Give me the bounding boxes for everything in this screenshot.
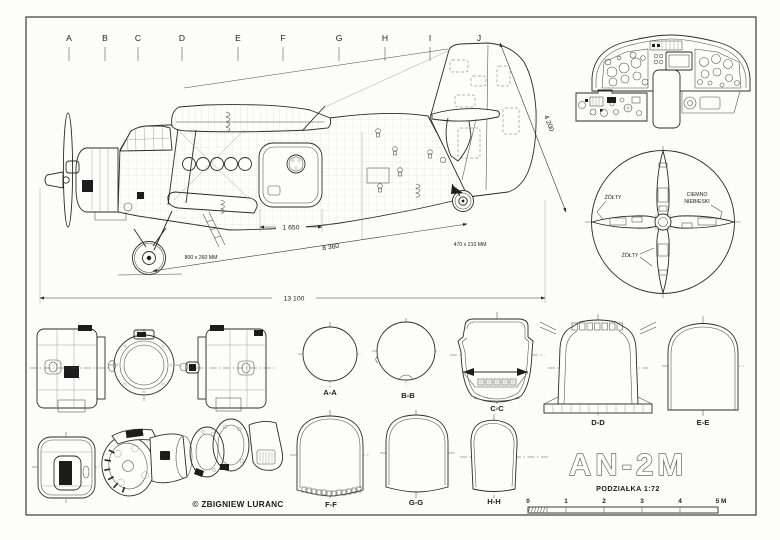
scale-bar: 0 1 2 3 4 5 M (526, 498, 727, 514)
lower-wing (167, 128, 258, 214)
svg-text:F-F: F-F (325, 500, 337, 509)
dimensions: 1 650 8 360 13 100 4 200 800 x 260 MM 47… (39, 42, 567, 303)
svg-text:4: 4 (678, 498, 682, 505)
propeller-color-labels: ŻÓŁTY CIEMNO NIEBIESKI ŻÓŁTY (596, 192, 723, 267)
cowl-side-view-left (30, 325, 110, 413)
dim-wheelbase: 8 360 (152, 223, 468, 272)
section-aa: A-A (298, 322, 362, 397)
svg-text:D-D: D-D (591, 418, 605, 427)
section-dd: D-D (539, 314, 657, 427)
tail-tire-label: 470 x 210 MM (454, 242, 487, 248)
tail-wheel (451, 183, 474, 212)
label-yellow-bottom: ŻÓŁTY (622, 252, 639, 259)
svg-text:2: 2 (602, 498, 606, 505)
dim-overall-length: 13 100 (39, 188, 546, 303)
section-letter-b: B (102, 33, 108, 43)
propeller-front-view: ŻÓŁTY CIEMNO NIEBIESKI ŻÓŁTY (585, 146, 742, 298)
section-bb: B-B (372, 318, 440, 400)
lower-wing-coil-spring (220, 199, 225, 214)
reference-line (183, 48, 449, 89)
section-ee: E-E (662, 316, 744, 427)
cowl-bottom-view (32, 432, 100, 503)
model-title: AN-2M (569, 447, 687, 482)
section-letter-f: F (280, 33, 285, 43)
section-cc: C-C (450, 312, 545, 413)
svg-text:1 650: 1 650 (282, 225, 299, 232)
section-letter-i: I (429, 33, 431, 43)
exploded-engine-view (101, 418, 284, 497)
propeller-blades (590, 149, 736, 295)
svg-text:1: 1 (564, 498, 568, 505)
svg-text:5 M: 5 M (716, 498, 727, 505)
panel-left-subunit (575, 89, 648, 122)
svg-text:G-G: G-G (409, 498, 423, 507)
section-letter-e: E (235, 33, 241, 43)
section-letter-c: C (135, 33, 141, 43)
propeller-blade (62, 112, 74, 228)
svg-text:13 100: 13 100 (284, 296, 305, 303)
panel-top-center (649, 40, 693, 71)
cowl-side-view-right (179, 325, 276, 412)
copyright-text: © ZBIGNIEW LURANC (192, 500, 283, 509)
svg-text:C-C: C-C (490, 404, 504, 413)
section-hh: H-H (460, 414, 548, 506)
scale-caption: PODZIAŁKA 1:72 (596, 484, 660, 493)
svg-text:0: 0 (526, 498, 530, 505)
antenna-mast (301, 105, 326, 132)
svg-text:E-E: E-E (697, 418, 710, 427)
engine-cowling (75, 147, 119, 213)
svg-text:H-H: H-H (487, 497, 501, 506)
spinner (44, 171, 64, 189)
section-lines: A B C D E F G H I J (66, 33, 481, 89)
horizontal-stabilizer (414, 108, 500, 198)
svg-text:3: 3 (640, 498, 644, 505)
cross-sections: A-A B-B C-C (290, 312, 744, 509)
upper-wing (171, 104, 332, 133)
label-yellow-left: ŻÓŁTY (605, 194, 622, 201)
cowling-detail-views: © ZBIGNIEW LURANC (30, 325, 284, 509)
section-letter-h: H (382, 33, 388, 43)
instrument-panel-view (575, 34, 751, 129)
section-letter-j: J (477, 33, 481, 43)
center-console (652, 69, 681, 129)
aircraft-side-view-drawing (44, 42, 537, 276)
title-block: AN-2M PODZIAŁKA 1:72 (568, 446, 687, 493)
section-ff: F-F (290, 410, 370, 509)
section-letter-a: A (66, 33, 72, 43)
cockpit-canopy (119, 125, 173, 152)
svg-text:A-A: A-A (323, 388, 337, 397)
svg-text:8 360: 8 360 (322, 243, 340, 252)
wing-coil-spring (225, 111, 231, 133)
label-dark-blue-2: NIEBIESKI (684, 199, 709, 205)
main-tire-label: 800 x 260 MM (185, 255, 218, 261)
cargo-door (258, 142, 323, 208)
cowl-front-view (108, 329, 180, 401)
cabin-portholes (182, 157, 252, 171)
side-view: A B C D E F G H I J (39, 33, 567, 303)
svg-text:B-B: B-B (401, 391, 415, 400)
section-letter-d: D (179, 33, 185, 43)
label-dark-blue-1: CIEMNO (687, 192, 708, 198)
section-gg: G-G (380, 410, 455, 507)
section-letter-g: G (336, 33, 343, 43)
stab-coil-spring (414, 183, 421, 198)
